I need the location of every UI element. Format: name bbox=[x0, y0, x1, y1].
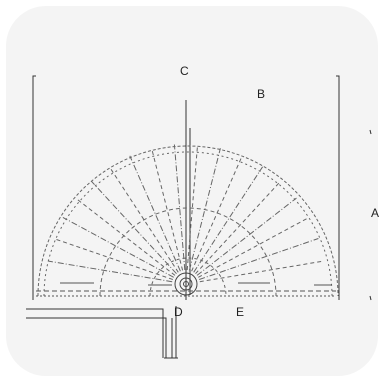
label-a: A bbox=[371, 206, 379, 220]
central-hub bbox=[174, 272, 198, 296]
right-frame-line bbox=[336, 75, 340, 300]
stair-spoke bbox=[108, 166, 179, 273]
hub-core-circle bbox=[183, 281, 189, 287]
stair-spoke bbox=[47, 260, 173, 283]
stair-spoke bbox=[75, 197, 176, 276]
stair-spoke bbox=[188, 148, 221, 271]
right-tick-top bbox=[369, 129, 372, 135]
right-tick-bottom bbox=[369, 295, 372, 301]
label-e: E bbox=[236, 305, 244, 319]
stair-spoke bbox=[186, 144, 199, 271]
stair-spoke bbox=[198, 216, 310, 278]
stair-spoke bbox=[53, 238, 173, 280]
hub-inner-circle bbox=[179, 277, 193, 291]
stair-spoke bbox=[151, 148, 184, 271]
diagram-card bbox=[6, 6, 378, 376]
frame-lines bbox=[26, 75, 372, 359]
radial-spokes bbox=[47, 144, 325, 283]
outer-arc bbox=[37, 145, 339, 297]
stair-spoke bbox=[191, 155, 243, 272]
bottom-left-wall bbox=[26, 308, 167, 358]
hub-outer-circle bbox=[174, 272, 198, 296]
stair-spoke bbox=[196, 197, 297, 276]
baseline-lines bbox=[36, 282, 336, 297]
label-c: C bbox=[180, 64, 189, 78]
stair-spoke bbox=[173, 144, 186, 271]
stair-spoke bbox=[62, 216, 174, 278]
inner-arc bbox=[149, 257, 227, 297]
stair-spoke bbox=[199, 260, 325, 283]
label-d: D bbox=[174, 305, 183, 319]
stair-spoke bbox=[129, 155, 181, 272]
label-b: B bbox=[257, 87, 265, 101]
stair-spoke bbox=[199, 238, 319, 280]
outer-arc-inner bbox=[43, 151, 333, 297]
semicircle-arcs bbox=[37, 145, 339, 297]
bottom-stem-lines bbox=[164, 306, 178, 359]
stair-spoke bbox=[193, 166, 264, 273]
left-frame-line bbox=[32, 75, 36, 300]
stair-spoke bbox=[90, 180, 177, 275]
